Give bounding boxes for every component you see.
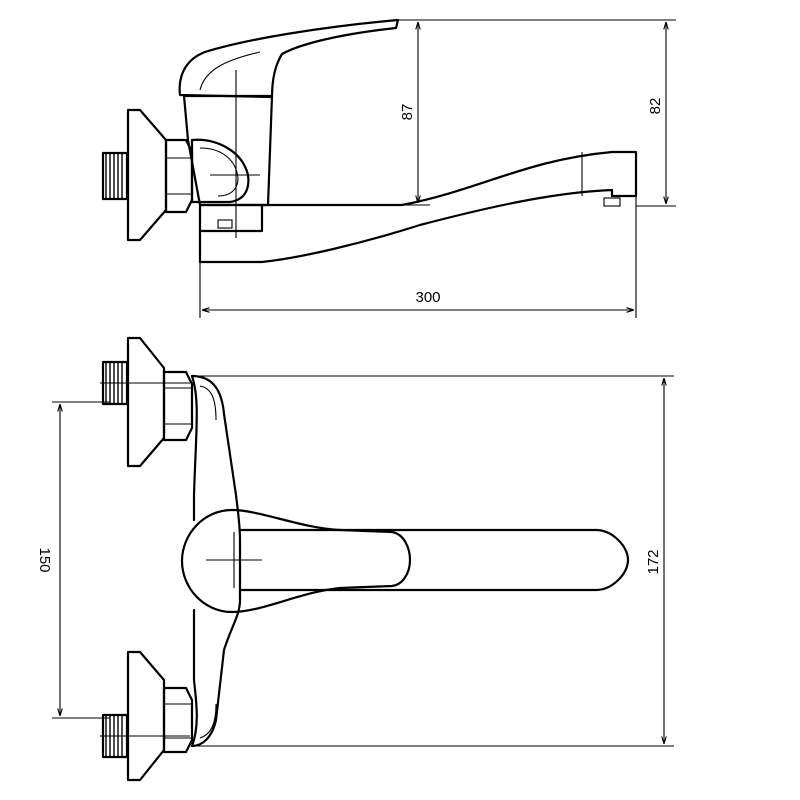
side-view: 87 82 300 (101, 18, 676, 318)
side-flange (126, 108, 168, 242)
side-body (182, 94, 274, 207)
top-lever-handle (180, 508, 412, 614)
dim-label-87: 87 (399, 104, 416, 121)
side-thread (101, 151, 129, 201)
top-upper-inlet (101, 336, 194, 468)
dim-top-centers: 150 (36, 401, 110, 719)
dim-label-300: 300 (415, 289, 440, 306)
top-spout (238, 528, 630, 592)
dim-side-height-left: 87 (398, 19, 430, 206)
dim-label-172: 172 (645, 549, 662, 574)
top-lower-inlet (101, 650, 194, 782)
dim-top-depth: 172 (192, 375, 674, 747)
dim-label-82: 82 (647, 98, 664, 115)
top-body (190, 374, 242, 748)
dim-label-150: 150 (36, 547, 53, 572)
top-view: 172 150 (36, 336, 674, 782)
side-spout (198, 150, 638, 264)
side-lever-handle (178, 18, 400, 99)
side-connector (190, 138, 250, 204)
dim-side-height-right: 82 (430, 19, 676, 207)
side-hex-nut (164, 138, 194, 214)
dim-side-length: 300 (199, 196, 637, 318)
side-body-base (198, 203, 264, 233)
